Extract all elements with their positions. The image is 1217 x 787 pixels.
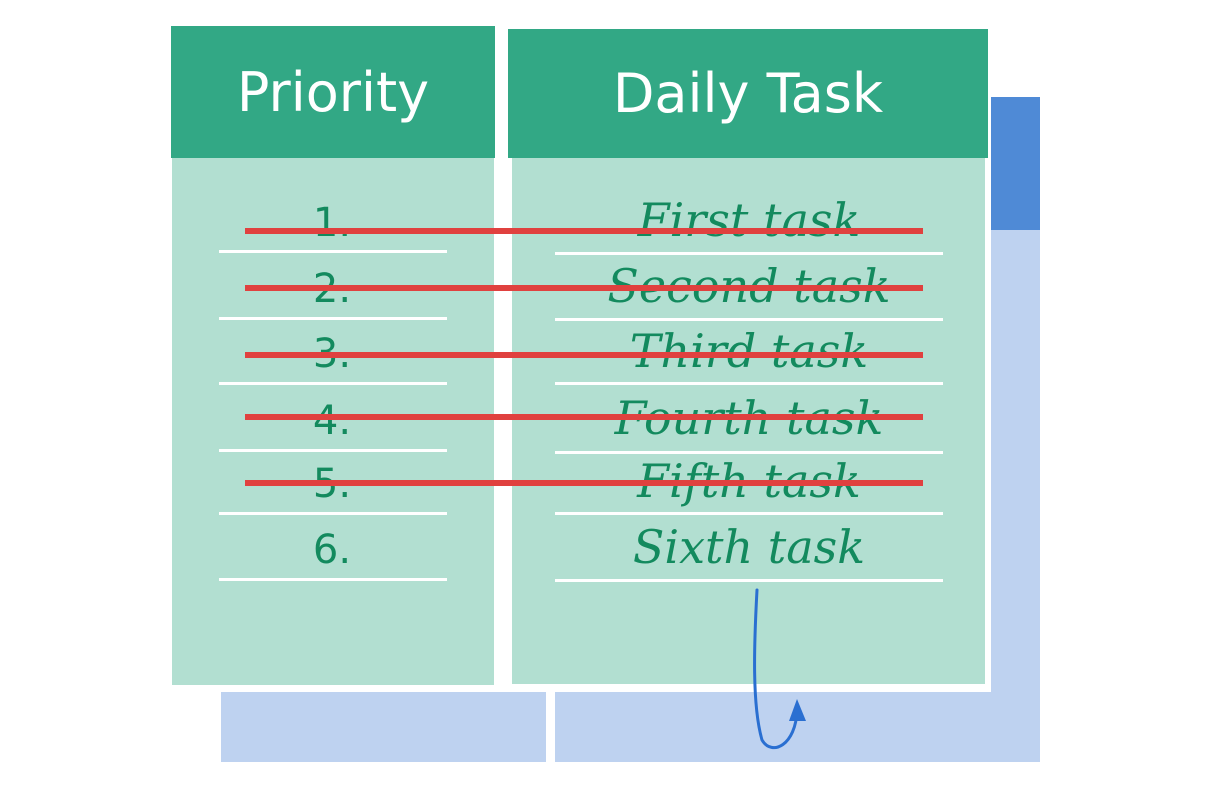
priority-number: 4. xyxy=(312,398,352,444)
strikethrough-line xyxy=(245,414,923,420)
strikethrough-line xyxy=(245,480,923,486)
light-blue-block-bottom-right xyxy=(555,692,990,762)
dark-blue-block xyxy=(990,97,1040,230)
priority-rule xyxy=(219,578,447,581)
task-text: First task xyxy=(637,193,861,247)
light-blue-block-right xyxy=(990,230,1040,762)
priority-rule xyxy=(219,449,447,452)
task-rule xyxy=(555,451,943,454)
strikethrough-line xyxy=(245,352,923,358)
curved-arrow-icon xyxy=(753,588,806,750)
task-text: Sixth task xyxy=(632,520,866,574)
priority-number: 1. xyxy=(312,200,352,246)
priority-rule xyxy=(219,512,447,515)
priority-rule xyxy=(219,382,447,385)
priority-rule xyxy=(219,317,447,320)
daily-task-column xyxy=(512,158,985,684)
task-rule xyxy=(555,252,943,255)
daily-task-header: Daily Task xyxy=(508,29,988,158)
priority-column xyxy=(172,158,494,685)
task-rule xyxy=(555,382,943,385)
task-text: Third task xyxy=(629,324,869,378)
light-blue-block-bottom-left xyxy=(221,692,546,762)
task-rule xyxy=(555,318,943,321)
task-rule xyxy=(555,579,943,582)
priority-rule xyxy=(219,250,447,253)
priority-header: Priority xyxy=(171,26,495,158)
task-rule xyxy=(555,512,943,515)
strikethrough-line xyxy=(245,285,923,291)
priority-number: 6. xyxy=(312,527,352,573)
strikethrough-line xyxy=(245,228,923,234)
